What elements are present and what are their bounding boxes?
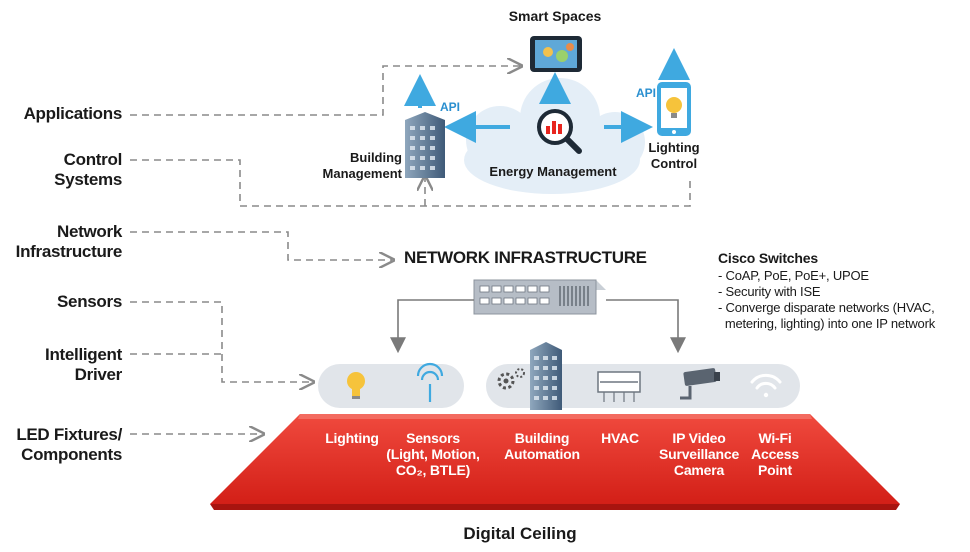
ceiling-item-line: (Light, Motion, (386, 446, 480, 462)
wifi-icon (750, 373, 782, 398)
lighting-control-phone-icon (657, 82, 691, 136)
bullet-item: - Security with ISE (718, 284, 821, 299)
lighting-control-label: Lighting Control (638, 140, 710, 172)
ceiling-item-line: IP Video (672, 430, 726, 446)
ceiling-item-wifi: Wi-Fi Access Point (738, 430, 812, 478)
ceiling-item-line: CO₂, BTLE) (395, 462, 471, 478)
energy-management-label: Energy Management (489, 164, 617, 179)
ceiling-item-ip-video: IP Video Surveillance Camera (650, 430, 748, 478)
connector-control-systems (130, 159, 691, 207)
layer-label-line: Intelligent (45, 345, 122, 364)
ceiling-item-line: Point (758, 462, 792, 478)
digital-ceiling-slab (210, 414, 900, 510)
network-switch-icon (473, 279, 606, 315)
bullet-item: metering, lighting) into one IP network (718, 316, 936, 331)
hvac-icon (597, 371, 641, 402)
building-management-label: Building Management (318, 150, 402, 182)
layer-label-line: LED Fixtures/ (16, 425, 122, 444)
blue-arrows (404, 48, 690, 143)
layer-label-line: Infrastructure (15, 242, 123, 261)
cisco-switches-title: Cisco Switches (718, 250, 818, 266)
ceiling-item-sensors: Sensors (Light, Motion, CO₂, BTLE) (378, 430, 488, 478)
lighting-control-line: Control (650, 156, 698, 171)
ceiling-item-building-automation: Building Automation (494, 430, 590, 462)
network-infrastructure-title: NETWORK INFRASTRUCTURE (404, 248, 647, 267)
layer-label-line: Components (21, 445, 122, 464)
layer-label-line: Driver (74, 365, 123, 384)
switch-links (390, 299, 686, 354)
camera-icon (680, 368, 720, 400)
ceiling-item-line: Access (751, 446, 799, 462)
smart-spaces-tablet-icon (530, 36, 582, 72)
layer-label-line: Network (57, 222, 122, 241)
bullet-item: - Converge disparate networks (HVAC, (718, 300, 935, 315)
ceiling-item-lighting: Lighting (316, 430, 388, 446)
sensor-antenna-icon (416, 362, 444, 402)
building-automation-icon (530, 342, 562, 410)
gear-icon (497, 368, 525, 390)
energy-cloud (464, 78, 645, 194)
layer-led-fixtures: LED Fixtures/ Components (0, 425, 122, 465)
layer-label-line: Systems (54, 170, 122, 189)
ceiling-item-line: Camera (673, 462, 725, 478)
ceiling-item-line: Building (514, 430, 570, 446)
api-left-label: API (440, 100, 461, 114)
ceiling-item-line: Automation (504, 446, 580, 462)
layer-network-infrastructure: Network Infrastructure (0, 222, 123, 262)
ceiling-item-line: Sensors (406, 430, 460, 446)
building-management-icon (405, 112, 445, 178)
layer-control-systems: Control Systems (0, 150, 122, 190)
connector-network (130, 231, 392, 260)
bullet-item: - CoAP, PoE, PoE+, UPOE (718, 268, 869, 283)
layer-label-line: Sensors (57, 292, 122, 311)
layer-intelligent-driver: Intelligent Driver (0, 345, 122, 385)
layer-applications: Applications (0, 104, 123, 124)
ceiling-item-line: Wi-Fi (758, 430, 792, 446)
cisco-switches-notes: Cisco Switches - CoAP, PoE, PoE+, UPOE -… (718, 250, 968, 332)
lighting-control-line: Lighting (648, 140, 700, 155)
ceiling-item-hvac: HVAC (594, 430, 646, 446)
connector-sensors (130, 301, 312, 382)
digital-ceiling-caption: Digital Ceiling (463, 524, 577, 543)
ceiling-item-line: Surveillance (658, 446, 740, 462)
building-management-line: Management (322, 166, 402, 181)
layer-label-line: Control (63, 150, 123, 169)
connector-applications (130, 66, 520, 116)
smart-spaces-label: Smart Spaces (508, 8, 602, 24)
bulb-icon (347, 372, 365, 399)
api-right-label: API (636, 86, 657, 100)
ceiling-item-line: Lighting (325, 430, 379, 446)
ceiling-item-line: HVAC (601, 430, 639, 446)
layer-sensors: Sensors (0, 292, 122, 312)
building-management-line: Building (350, 150, 402, 165)
layer-label-line: Applications (23, 104, 123, 123)
